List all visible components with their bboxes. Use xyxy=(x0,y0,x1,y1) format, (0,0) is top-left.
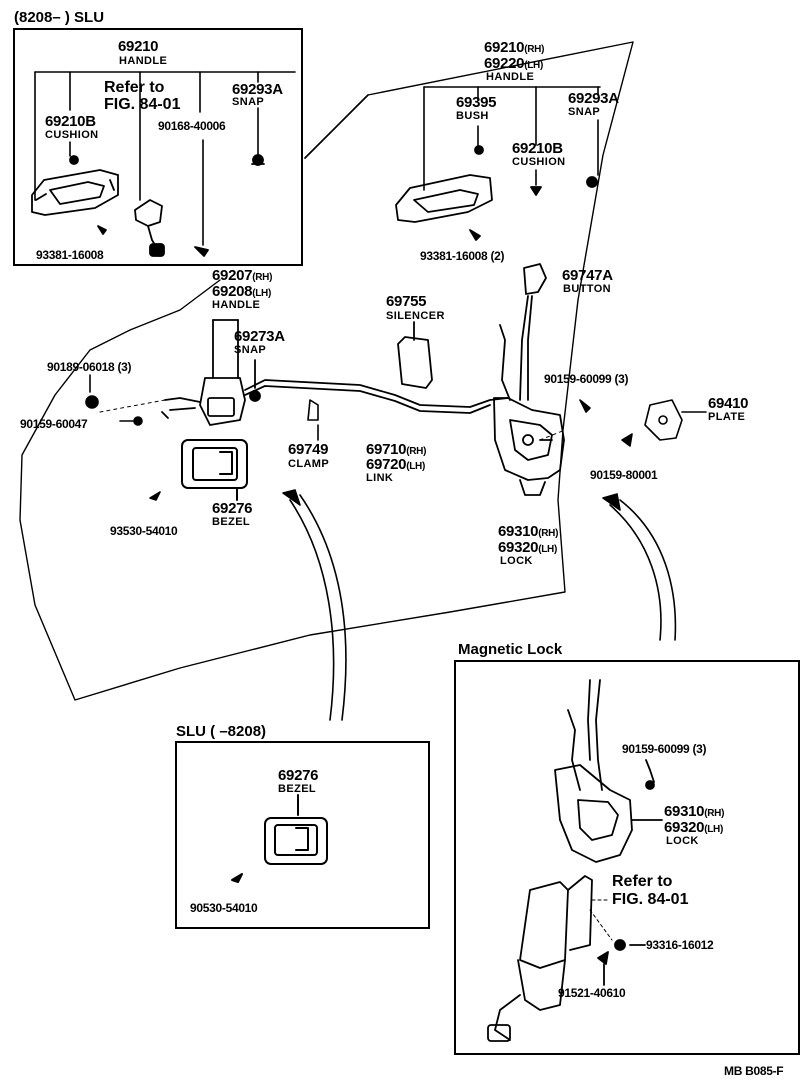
lock-rh-label: 69310(RH) xyxy=(498,523,559,540)
inset-screw-90168: 90168-40006 xyxy=(158,119,226,133)
mag-screw-91521-label: 91521-40610 xyxy=(558,986,626,1000)
mag-refer-line1: Refer to xyxy=(612,873,673,890)
cushion-number: 69210B xyxy=(512,140,563,157)
inset-leader-lines xyxy=(304,94,369,159)
inset-snap-number: 69293A xyxy=(232,81,283,98)
handle-rh-label: 69210(RH) xyxy=(484,39,545,56)
button-name: BUTTON xyxy=(563,283,612,295)
cushion-name: CUSHION xyxy=(512,156,566,168)
inner-handle-rh-label: 69207(RH) xyxy=(212,267,273,284)
clamp-number: 69749 xyxy=(288,441,329,458)
inset-snap-name: SNAP xyxy=(232,96,265,108)
button-number: 69747A xyxy=(562,267,613,284)
link-name: LINK xyxy=(366,472,394,484)
inset-refer-line2: FIG. 84-01 xyxy=(104,96,181,113)
screw-90159-60047-label: 90159-60047 xyxy=(20,417,88,431)
snap2-name: SNAP xyxy=(234,344,267,356)
old-bezel-name: BEZEL xyxy=(278,783,317,795)
bezel-number: 69276 xyxy=(212,500,253,517)
inset-screw-93381: 93381-16008 xyxy=(36,248,104,262)
old-bezel-drawing xyxy=(231,794,328,883)
magnetic-lock-box xyxy=(454,660,800,1055)
magnetic-lock-title: Magnetic Lock xyxy=(458,641,563,658)
main-handle-leaders xyxy=(423,86,601,191)
inset-handle-name: HANDLE xyxy=(119,55,168,67)
link-rod-drawing xyxy=(244,379,509,414)
mag-screw-90159-label: 90159-60099 (3) xyxy=(622,742,707,756)
inset-handle-number: 69210 xyxy=(118,38,159,55)
screw-93530-label: 93530-54010 xyxy=(110,524,178,538)
screw-93381-label: 93381-16008 (2) xyxy=(420,249,505,263)
hint-lines xyxy=(99,399,566,441)
plate-name: PLATE xyxy=(708,411,746,423)
screw-90159-60099-label: 90159-60099 (3) xyxy=(544,372,629,386)
inset-slu-old-box xyxy=(175,741,430,929)
silencer-number: 69755 xyxy=(386,293,427,310)
inset-cushion-number: 69210B xyxy=(45,113,96,130)
clamp-name: CLAMP xyxy=(288,458,330,470)
mag-refer-line2: FIG. 84-01 xyxy=(612,891,689,908)
old-bezel-number: 69276 xyxy=(278,767,319,784)
inset-cushion-name: CUSHION xyxy=(45,129,99,141)
inset-slu-new-title: (8208– ) SLU xyxy=(14,9,105,26)
inset-slu-new-box xyxy=(13,28,303,266)
snap-number: 69293A xyxy=(568,90,619,107)
bezel-name: BEZEL xyxy=(212,516,251,528)
inset-handle-drawing xyxy=(31,154,265,257)
silencer-drawing xyxy=(397,321,433,389)
inset-handle-leaders xyxy=(34,71,296,246)
mag-lock-name: LOCK xyxy=(666,835,699,847)
diagram-id: MB B085-F xyxy=(724,1064,784,1078)
lock-name: LOCK xyxy=(500,555,533,567)
mag-lock-lh-label: 69320(LH) xyxy=(664,819,724,836)
lock-assembly-drawing xyxy=(493,263,565,496)
door-outline xyxy=(19,41,634,701)
screw-90189-label: 90189-06018 (3) xyxy=(47,360,132,374)
main-handle-drawing xyxy=(395,145,598,241)
link-rh-label: 69710(RH) xyxy=(366,441,427,458)
bush-number: 69395 xyxy=(456,94,497,111)
old-screw-label: 90530-54010 xyxy=(190,901,258,915)
screw-90159-80001-label: 90159-80001 xyxy=(590,468,658,482)
handle-lh-label: 69220(LH) xyxy=(484,55,544,72)
inner-handle-name: HANDLE xyxy=(212,299,261,311)
lock-lh-label: 69320(LH) xyxy=(498,539,558,556)
small-parts-drawing xyxy=(85,374,707,501)
handle-name: HANDLE xyxy=(486,71,535,83)
silencer-name: SILENCER xyxy=(386,310,445,322)
magnetic-lock-drawing xyxy=(487,679,663,1042)
bezel-drawing xyxy=(181,439,248,501)
mag-screw-93316-label: 93316-16012 xyxy=(646,938,714,952)
inner-handle-lh-label: 69208(LH) xyxy=(212,283,272,300)
link-lh-label: 69720(LH) xyxy=(366,456,426,473)
curved-arrows xyxy=(282,489,677,721)
plate-number: 69410 xyxy=(708,395,749,412)
inset-refer-line1: Refer to xyxy=(104,79,165,96)
snap2-number: 69273A xyxy=(234,328,285,345)
bush-name: BUSH xyxy=(456,110,489,122)
mag-lock-rh-label: 69310(RH) xyxy=(664,803,725,820)
inset-slu-old-title: SLU ( –8208) xyxy=(176,723,267,740)
inner-handle-drawing xyxy=(161,319,261,426)
snap-name: SNAP xyxy=(568,106,601,118)
